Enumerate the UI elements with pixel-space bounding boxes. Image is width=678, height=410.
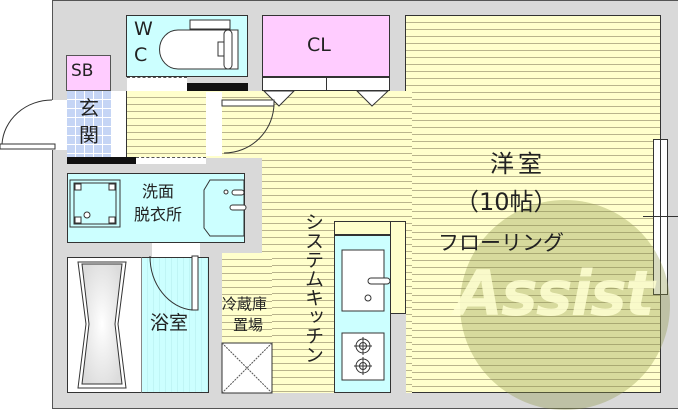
front-door-opening (52, 100, 67, 150)
closet (262, 15, 390, 77)
hall-door-opening (206, 92, 222, 156)
bathroom-label: 浴室 (150, 312, 189, 334)
bath-door-opening (152, 243, 200, 259)
fridge-label-2: 置場 (233, 316, 264, 334)
toilet-label-c: C (134, 44, 148, 66)
toilet-fixture-icon (159, 19, 239, 70)
washroom-label-1: 洗面 (142, 182, 175, 201)
shoe-box-label: SB (71, 61, 94, 81)
bathroom-door-swing-icon[interactable] (148, 254, 200, 314)
kitchen-counter-top (334, 221, 391, 235)
kitchen-side-wall (390, 314, 406, 393)
window-mark (643, 216, 678, 217)
closet-label: CL (307, 34, 331, 56)
entrance-wall-dark (67, 157, 136, 164)
main-room-flooring: フローリング (438, 231, 564, 255)
bathtub-icon (77, 261, 127, 389)
kitchen-sink-icon (341, 249, 391, 312)
entrance-step (111, 91, 127, 157)
washing-machine-pan-icon (69, 179, 121, 228)
stove-burners-icon (341, 332, 385, 381)
hall-door-swing-icon[interactable] (206, 90, 276, 156)
toilet-wall-dark (187, 83, 248, 91)
fridge-label-1: 冷蔵庫 (222, 295, 268, 313)
entrance-label-2: 関 (79, 123, 99, 147)
watermark-circle (460, 200, 670, 410)
entrance-floor (67, 91, 111, 157)
entrance-label-1: 玄 (79, 96, 99, 120)
entrance-step-line (126, 91, 127, 157)
closet-door-divider (326, 77, 327, 91)
closet-door-swing-icons (262, 90, 390, 107)
shoe-box (66, 55, 111, 91)
fridge-space-cross-icon (221, 342, 273, 394)
wash-basin-icon (203, 179, 247, 237)
watermark-text: Assist (455, 257, 655, 330)
washroom-door-track (136, 157, 206, 164)
toilet-label-w: W (134, 18, 153, 40)
main-room-size: （10帖） (455, 188, 558, 216)
window-pane (660, 139, 661, 295)
washroom-label-2: 脱衣所 (134, 205, 183, 224)
toilet-door-track (127, 77, 187, 91)
kitchen-label: システムキッチン (302, 212, 324, 364)
front-door-swing-icon[interactable] (0, 98, 68, 153)
main-room-name: 洋室 (490, 150, 546, 178)
